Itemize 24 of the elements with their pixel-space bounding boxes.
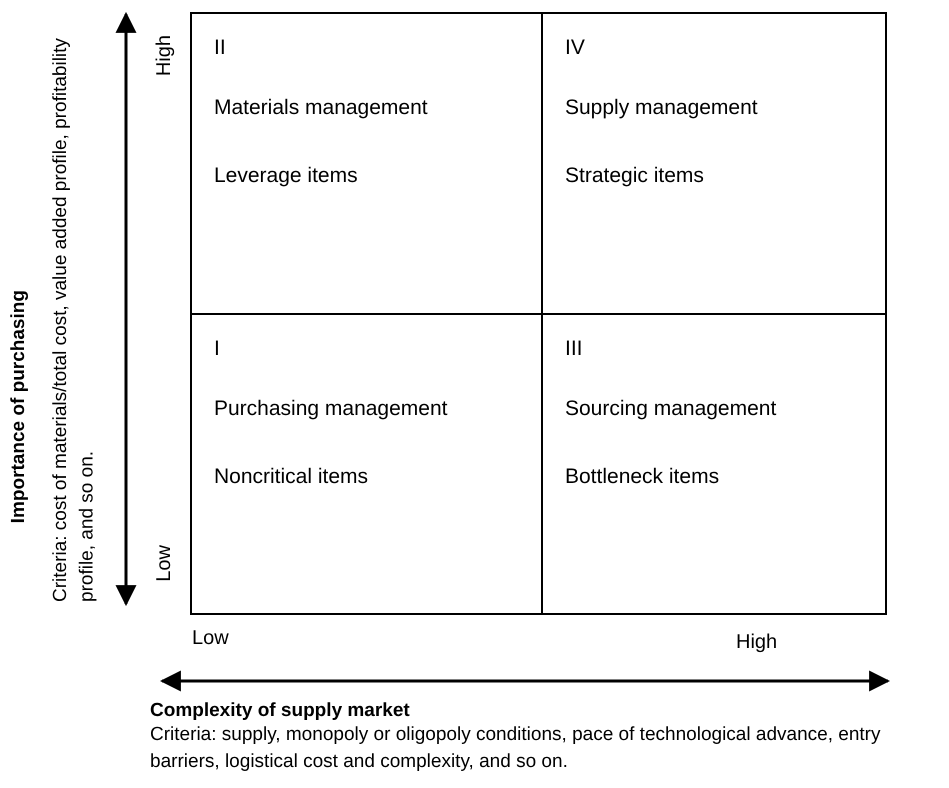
axis-value-label: High bbox=[736, 630, 778, 655]
strategy-label: Purchasing management bbox=[214, 397, 448, 421]
axis-description: Criteria: supply, monopoly or oligopoly conditions, pace of technological advance, entry barriers, logistical cost and complexity, and so on. bbox=[150, 723, 882, 774]
item-category-label: Noncritical items bbox=[214, 465, 368, 489]
quadrant-numeral: III bbox=[565, 337, 583, 361]
axis-title: Complexity of supply market bbox=[150, 699, 410, 723]
item-category-label: Leverage items bbox=[214, 164, 358, 188]
axis-description: Criteria: cost of materials/total cost, value added profile, profitability profile, and so on. bbox=[49, 37, 99, 602]
matrix-quadrant bbox=[541, 12, 887, 315]
quadrant-numeral: I bbox=[214, 337, 220, 361]
axis-value-label: Low bbox=[152, 545, 176, 582]
item-category-label: Bottleneck items bbox=[565, 465, 720, 489]
strategy-label: Materials management bbox=[214, 96, 428, 120]
axis-value-label: Low bbox=[192, 626, 229, 651]
item-category-label: Strategic items bbox=[565, 164, 704, 188]
strategy-label: Supply management bbox=[565, 96, 758, 120]
axis-title: Importance of purchasing bbox=[7, 290, 30, 524]
matrix-quadrant bbox=[190, 12, 543, 315]
axis-value-label: High bbox=[152, 35, 176, 76]
matrix-quadrant bbox=[190, 313, 543, 615]
strategy-label: Sourcing management bbox=[565, 397, 776, 421]
quadrant-numeral: IV bbox=[565, 36, 585, 60]
quadrant-numeral: II bbox=[214, 36, 226, 60]
matrix-quadrant bbox=[541, 313, 887, 615]
